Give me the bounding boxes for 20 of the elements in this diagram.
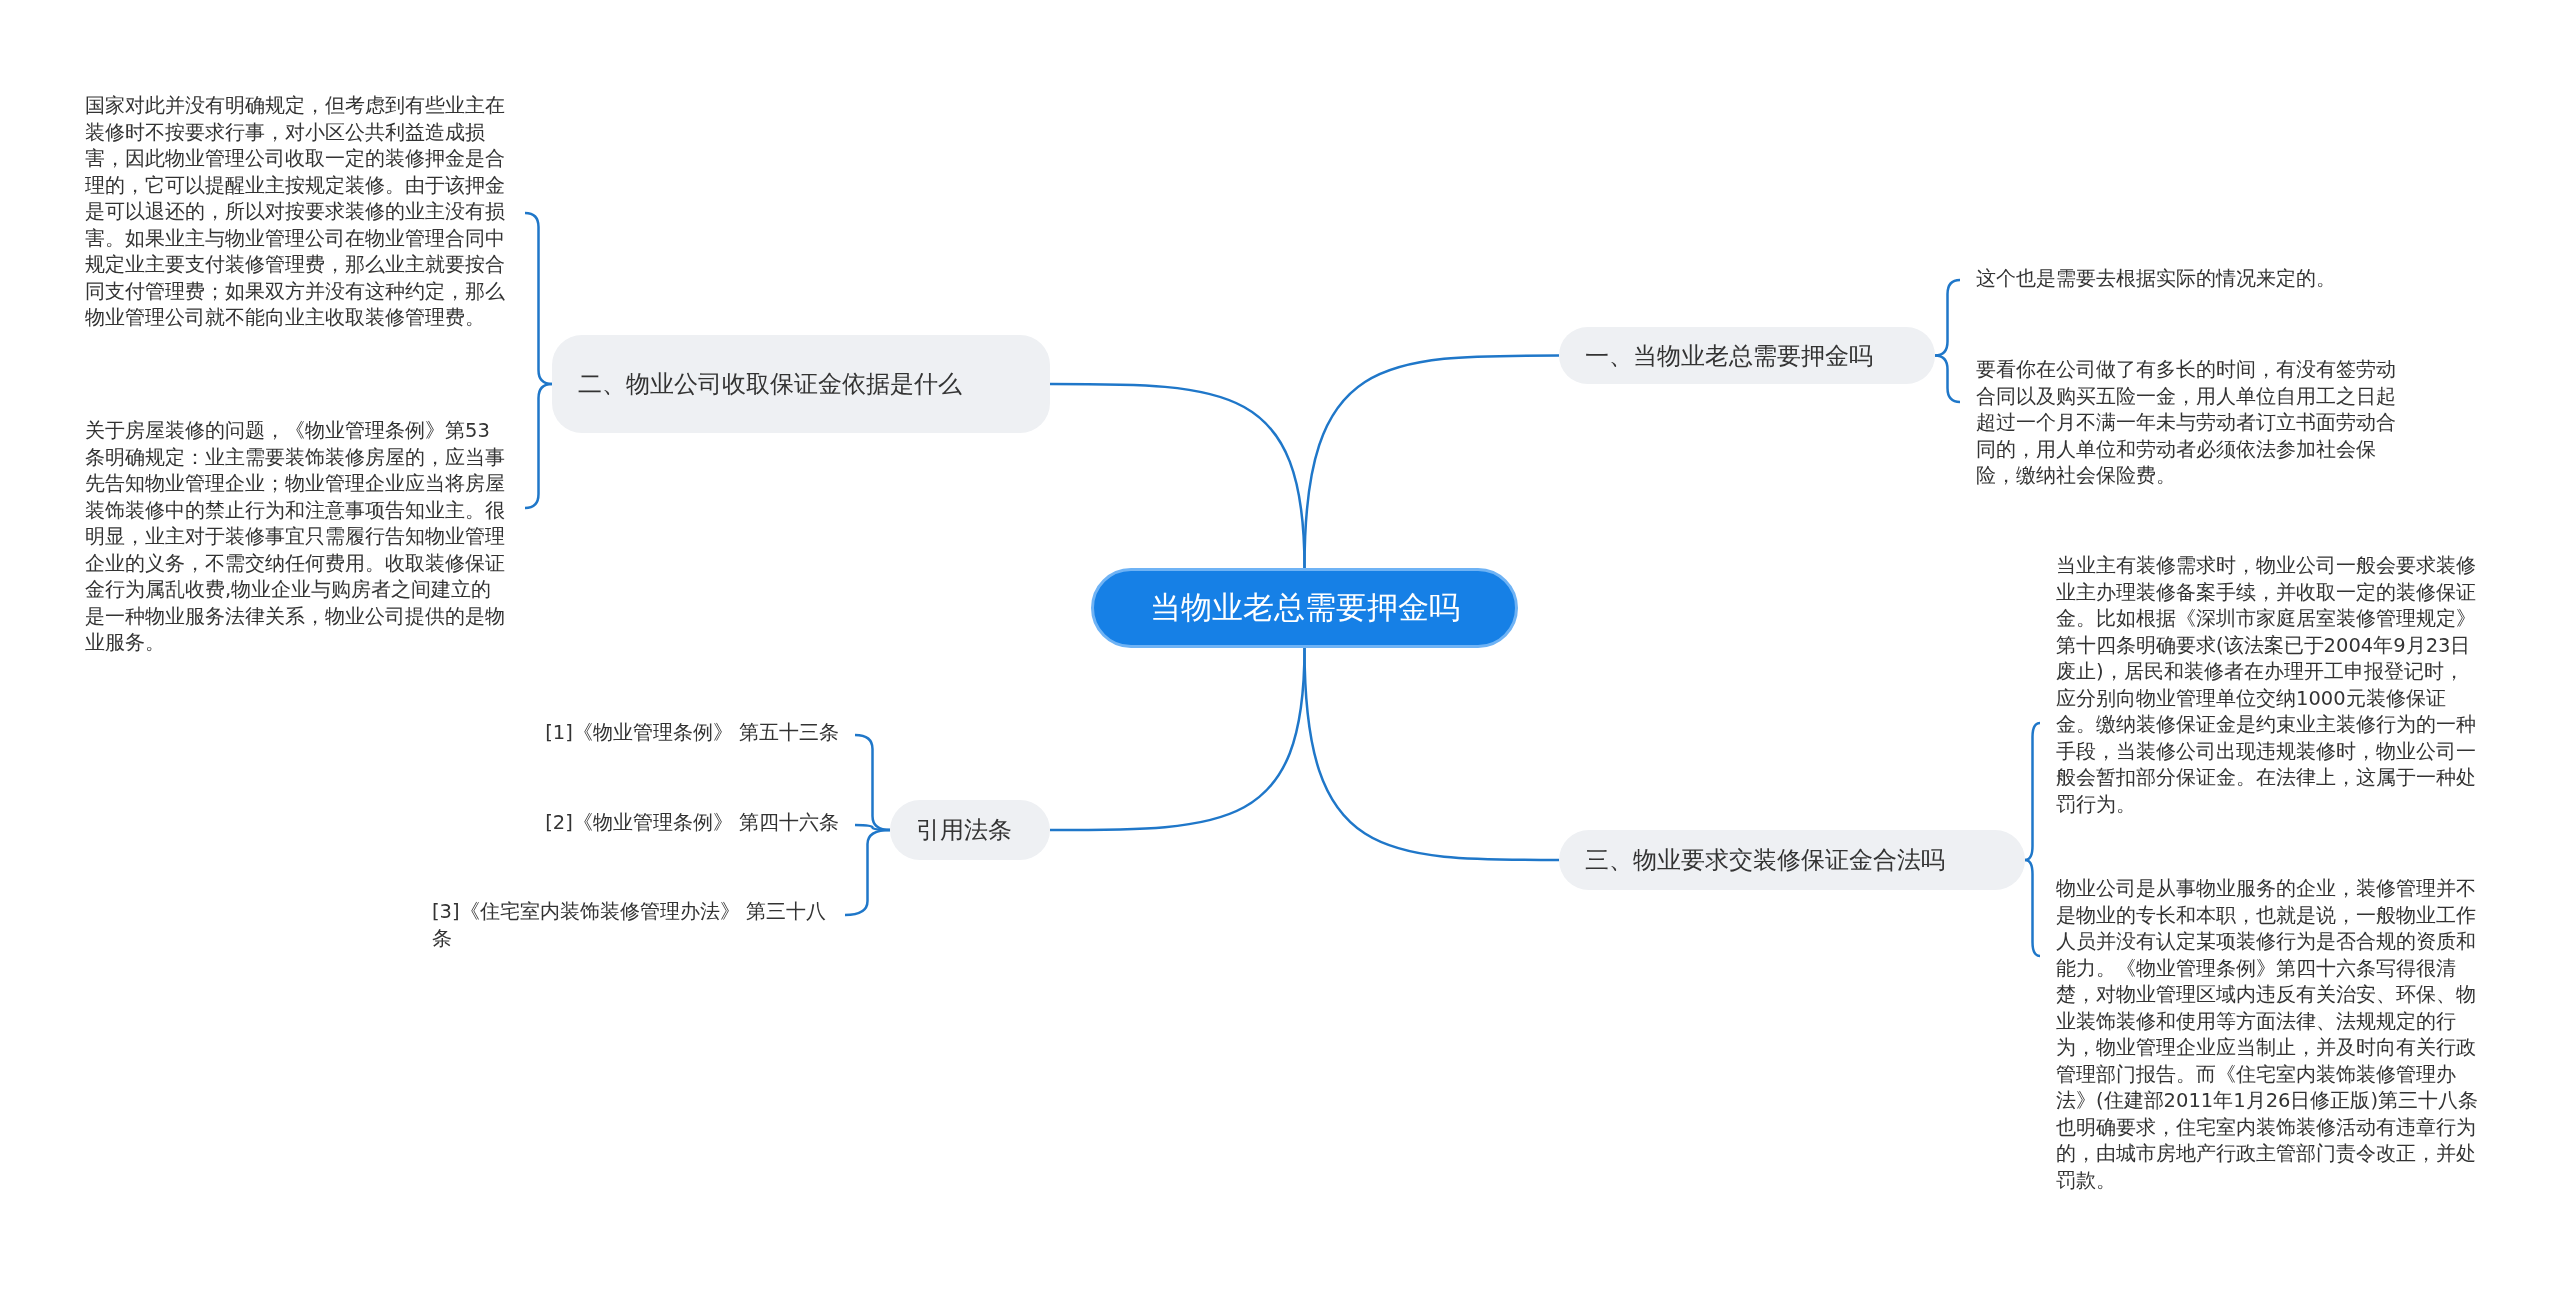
note-text: [1]《物业管理条例》 第五十三条: [530, 720, 855, 750]
topic-box: 三、物业要求交装修保证金合法吗: [1559, 830, 2025, 890]
topic-box: 引用法条: [890, 800, 1050, 860]
note-text: 关于房屋装修的问题，《物业管理条例》第53条明确规定：业主需要装饰装修房屋的，应当事先告知物业管理企业；物业管理企业应当将房屋装饰装修中的禁止行为和注意事项告知业主。很明显，业主对于装修事宜只需履行告知物业管理企业的义务，不需交纳任何费用。收取装修保证金行为属乱收费,物业企业与购房者之间建立的是一种物业服务法律关系，物业公司提供的是物业服务。: [85, 418, 525, 662]
note-text: [2]《物业管理条例》 第四十六条: [530, 810, 855, 840]
connector-line: [2024, 858, 2041, 958]
note-text: [3]《住宅室内装饰装修管理办法》 第三十八条: [420, 899, 845, 957]
note-text: 国家对此并没有明确规定，但考虑到有些业主在装修时不按要求行事，对小区公共利益造成损害，因此物业管理公司收取一定的装修押金是合理的，它可以提醒业主按规定装修。由于该押金是可以退还的，所以对按要求装修的业主没有损害。如果业主与物业管理公司在物业管理合同中规定业主要支付装修管理费，那么业主就要按合同支付管理费；如果双方并没有这种约定，那么物业管理公司就不能向业主收取装修管理费。: [85, 93, 525, 363]
note-text: 要看你在公司做了有多长的时间，有没有签劳动合同以及购买五险一金，用人单位自用工之日起超过一个月不满一年未与劳动者订立书面劳动合同的，用人单位和劳动者必须依法参加社会保险，缴纳社会保险费。: [1960, 357, 2400, 493]
note-text: 这个也是需要去根据实际的情况来定的。: [1960, 266, 2400, 298]
connector-line: [1934, 354, 1961, 404]
topic-box: 二、物业公司收取保证金依据是什么: [552, 335, 1050, 433]
topic-box: 一、当物业老总需要押金吗: [1559, 327, 1935, 384]
connector-line: [524, 382, 553, 510]
central-topic-box: 当物业老总需要押金吗: [1091, 568, 1518, 648]
connector-line: [1050, 382, 1306, 569]
connector-line: [1050, 647, 1306, 832]
note-text: 物业公司是从事物业服务的企业，装修管理并不是物业的专长和本职，也就是说，一般物业工作人员并没有认定某项装修行为是否合规的资质和能力。《物业管理条例》第四十六条写得很清楚，对物业管理区域内违反有关治安、环保、物业装饰装修和使用等方面法律、法规规定的行为，物业管理企业应当制止，并及时向有关行政管理部门报告。而《住宅室内装饰装修管理办法》(住建部2011年1月26日修正版)第三十八条也明确要求，住宅室内装饰装修活动有违章行为的，由城市房地产行政主管部门责令改正，并处罚款。: [2040, 876, 2480, 1198]
connector-line: [2024, 721, 2041, 862]
note-text: 当业主有装修需求时，物业公司一般会要求装修业主办理装修备案手续，并收取一定的装修保证金。比如根据《深圳市家庭居室装修管理规定》第十四条明确要求(该法案已于2004年9月23日废止)，居民和装修者在办理开工申报登记时，应分别向物业管理单位交纳1000元装修保证金。缴纳装修保证金是约束业主装修行为的一种手段，当装修公司出现违规装修时，物业公司一般会暂扣部分保证金。在法律上，这属于一种处罚行为。: [2040, 553, 2480, 821]
